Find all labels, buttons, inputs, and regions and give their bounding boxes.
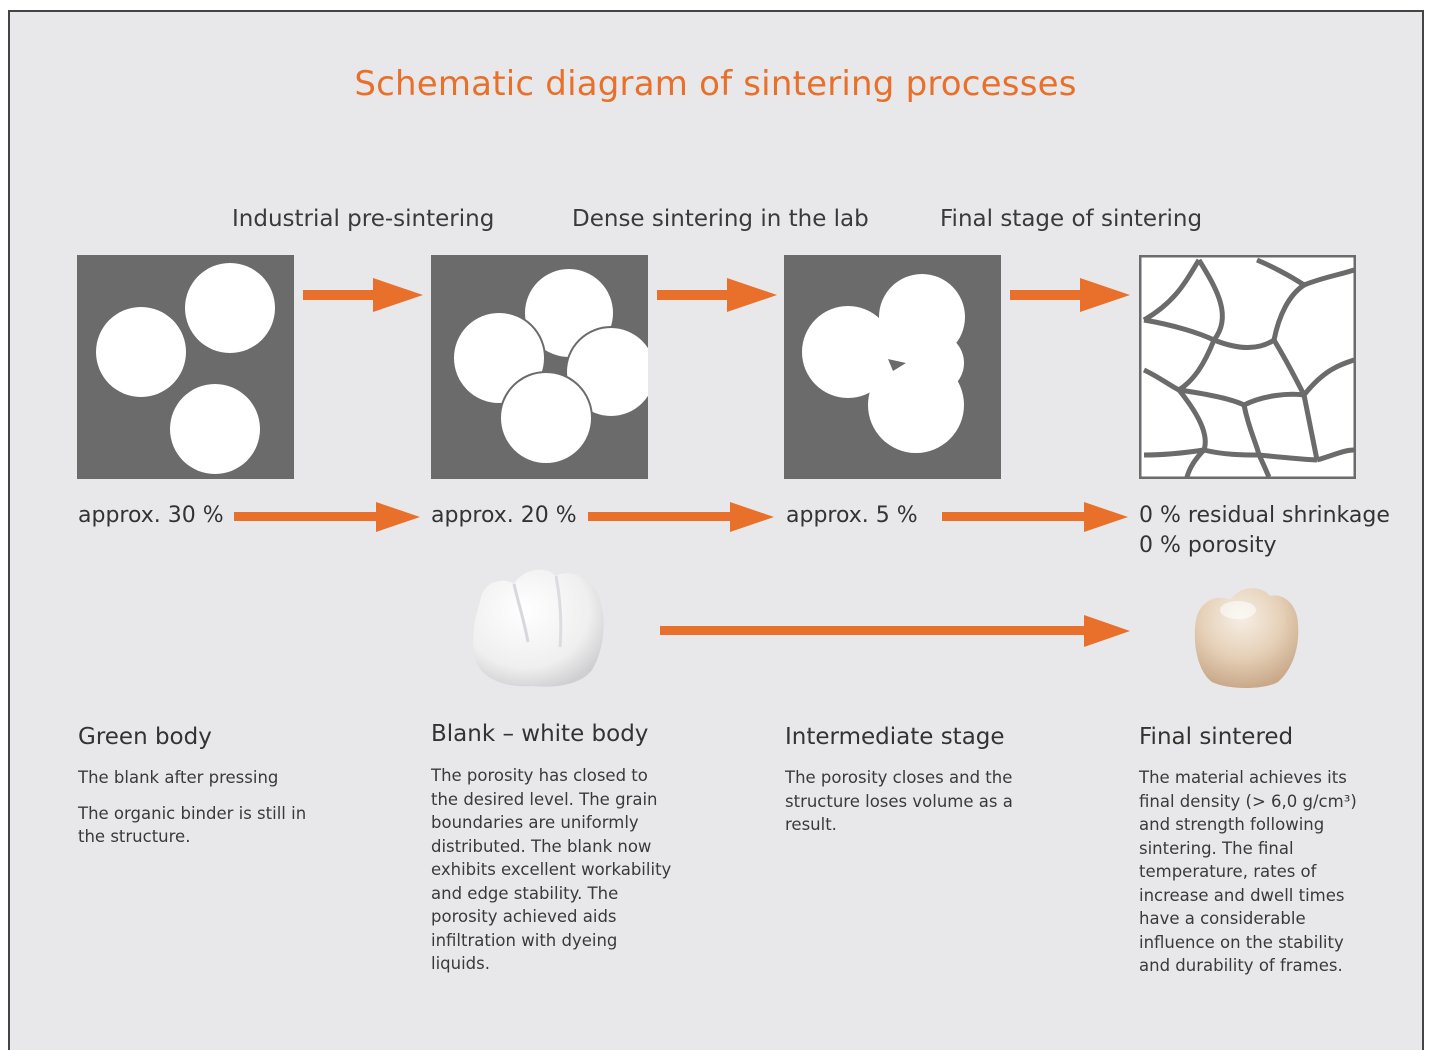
phase-label-dense-sintering: Dense sintering in the lab <box>572 206 869 232</box>
stage-title-green-body: Green body <box>78 724 212 750</box>
arrow-right-icon <box>588 502 774 532</box>
shrinkage-label-white-body: approx. 20 % <box>431 503 577 528</box>
white-body-tooth-image <box>473 569 604 687</box>
arrow-right-icon <box>1010 278 1130 312</box>
shrinkage-label-intermediate: approx. 5 % <box>786 503 918 528</box>
phase-label-final-stage: Final stage of sintering <box>940 206 1203 232</box>
final-sintered-tooth-image <box>1194 588 1299 688</box>
green-body-particles-diagram <box>77 255 294 479</box>
stage-title-intermediate: Intermediate stage <box>785 724 1005 750</box>
final-sintered-grains-diagram <box>1139 255 1356 479</box>
intermediate-stage-particles-diagram <box>784 255 1001 479</box>
stage-paragraph: The blank after pressing <box>78 768 279 787</box>
stage-title-final-sintered: Final sintered <box>1139 724 1294 750</box>
arrow-right-icon <box>234 502 420 532</box>
stage-description-white-body: The porosity has closed to the desired l… <box>431 764 676 988</box>
stage-paragraph: The porosity closes and the structure lo… <box>785 768 1013 834</box>
diagram-title: Schematic diagram of sintering processes <box>354 64 1077 104</box>
white-body-particles-diagram <box>431 255 648 479</box>
arrow-right-long-icon <box>660 615 1130 647</box>
arrow-right-icon <box>942 502 1128 532</box>
stage-description-final-sintered: The material achieves its final density … <box>1139 766 1364 990</box>
stage-description-green-body: The blank after pressing The organic bin… <box>78 766 318 861</box>
stage-title-white-body: Blank – white body <box>431 721 649 747</box>
shrinkage-label-final: 0 % residual shrinkage <box>1139 503 1390 528</box>
diagram-frame <box>8 10 1424 1050</box>
phase-label-pre-sintering: Industrial pre-sintering <box>232 206 495 232</box>
stage-paragraph: The organic binder is still in the struc… <box>78 803 307 847</box>
arrow-right-icon <box>657 278 777 312</box>
stage-paragraph: The porosity has closed to the desired l… <box>431 766 672 973</box>
stage-description-intermediate: The porosity closes and the structure lo… <box>785 766 1015 849</box>
porosity-label-final: 0 % porosity <box>1139 533 1277 558</box>
shrinkage-label-green-body: approx. 30 % <box>78 503 224 528</box>
arrow-right-icon <box>303 278 423 312</box>
stage-paragraph: The material achieves its final density … <box>1139 768 1357 975</box>
